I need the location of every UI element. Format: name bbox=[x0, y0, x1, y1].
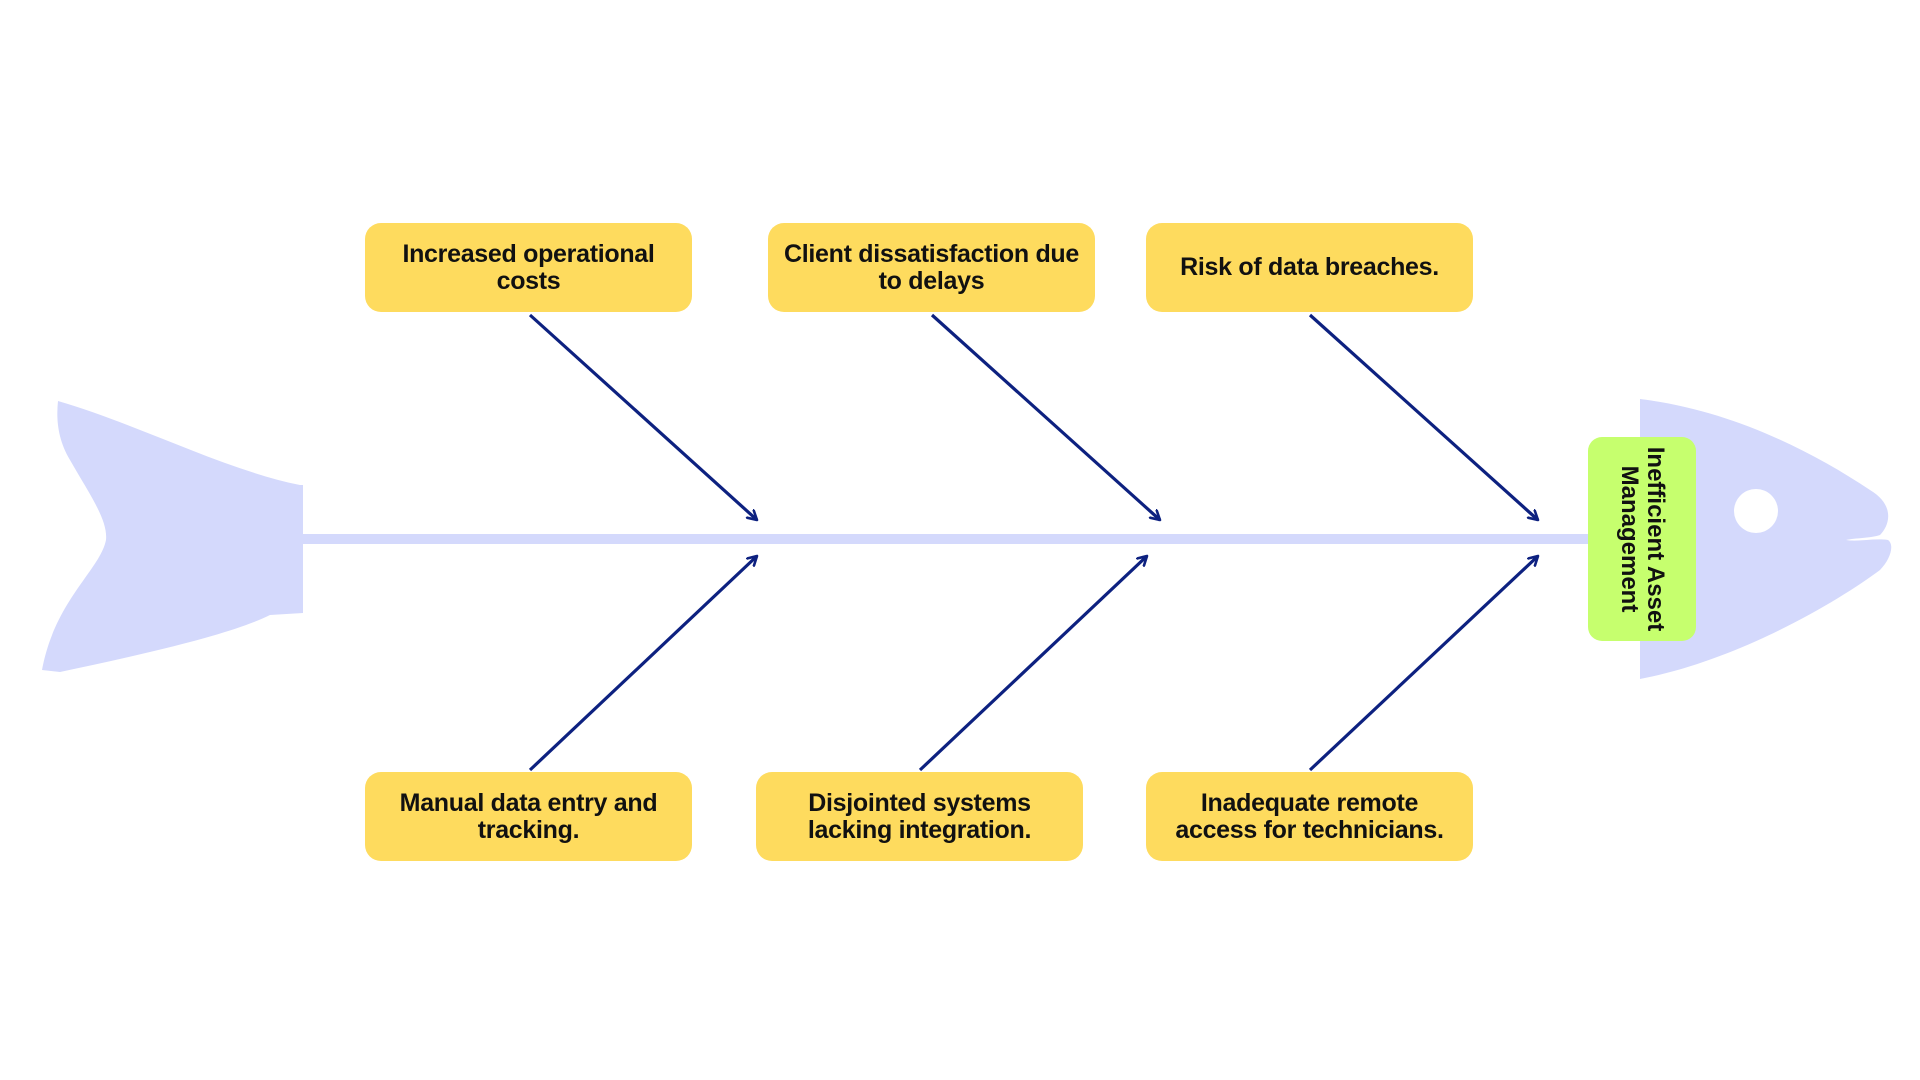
cause-label: Inadequate remote access for technicians… bbox=[1175, 788, 1444, 844]
bone-arrow-bottom-2 bbox=[918, 556, 1147, 772]
fish-head bbox=[1640, 399, 1892, 679]
cause-box-top-3: Risk of data breaches. bbox=[1146, 223, 1473, 312]
bone-arrow-top-2 bbox=[930, 313, 1160, 520]
fish-spine bbox=[303, 534, 1593, 544]
bone-arrow-top-3 bbox=[1308, 313, 1538, 520]
cause-label: Increased operational costs bbox=[402, 239, 655, 295]
problem-box: Inefficient Asset Management bbox=[1588, 437, 1696, 641]
cause-label: Client dissatisfaction due to delays bbox=[783, 239, 1080, 295]
cause-box-bottom-3: Inadequate remote access for technicians… bbox=[1146, 772, 1473, 861]
bone-arrow-bottom-3 bbox=[1308, 556, 1538, 772]
cause-label: Risk of data breaches. bbox=[1180, 253, 1439, 281]
fish-tail bbox=[42, 401, 303, 672]
cause-label: Manual data entry and tracking. bbox=[399, 788, 658, 844]
cause-box-top-1: Increased operational costs bbox=[365, 223, 692, 312]
cause-box-top-2: Client dissatisfaction due to delays bbox=[768, 223, 1095, 312]
problem-label: Inefficient Asset Management bbox=[1616, 446, 1669, 632]
cause-box-bottom-1: Manual data entry and tracking. bbox=[365, 772, 692, 861]
fish-eye bbox=[1734, 489, 1778, 533]
bone-arrow-top-1 bbox=[528, 313, 757, 520]
bone-arrow-bottom-1 bbox=[528, 556, 757, 772]
cause-label: Disjointed systems lacking integration. bbox=[807, 788, 1032, 844]
cause-box-bottom-2: Disjointed systems lacking integration. bbox=[756, 772, 1083, 861]
